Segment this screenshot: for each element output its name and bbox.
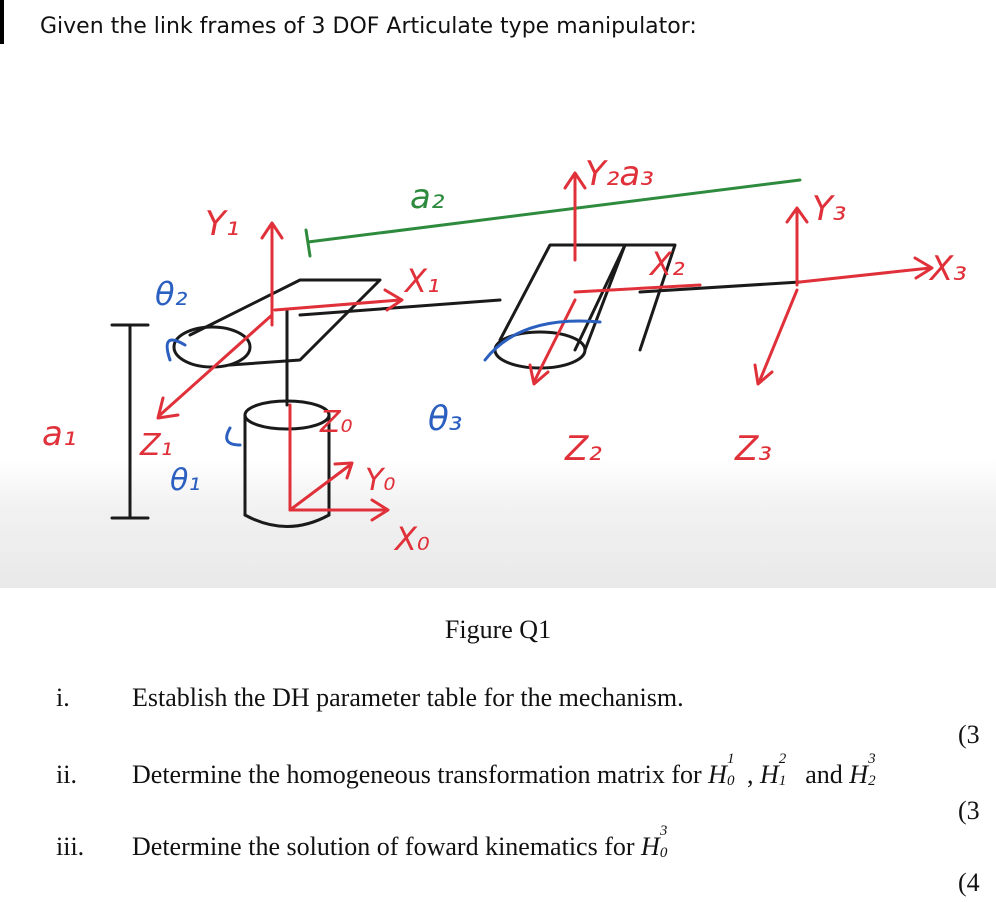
label-z2: Z₂	[564, 429, 602, 469]
rotation-arrows	[165, 319, 602, 447]
a2-dimension	[304, 178, 802, 258]
marks-i: (3	[958, 720, 980, 749]
link-bodies	[172, 243, 802, 528]
question-number-ii: ii.	[56, 760, 77, 789]
label-x2: X₂	[648, 245, 685, 283]
question-text-iii: Determine the solution of foward kinemat…	[132, 823, 680, 862]
marks-ii: (3	[958, 796, 980, 825]
label-y0: Y₀	[365, 463, 395, 498]
manipulator-sketch: a₂ Y₂a₃ Y₃ Y₁ X₃ θ₂ X₁ X₂ a₁ Z₁ Z₀ θ₃ Z₂…	[42, 154, 967, 558]
red-axes	[156, 171, 934, 522]
question-text-ii-body: Determine the homogeneous transformation…	[132, 760, 702, 789]
label-x3: X₃	[928, 249, 967, 289]
question-heading: Given the link frames of 3 DOF Articulat…	[40, 14, 697, 39]
a1-dimension	[110, 323, 150, 520]
label-theta1: θ₁	[170, 463, 200, 498]
figure-caption: Figure Q1	[444, 615, 552, 644]
label-theta3: θ₃	[428, 399, 462, 439]
question-text-i: Establish the DH parameter table for the…	[132, 683, 684, 712]
label-y3: Y₃	[812, 189, 846, 229]
label-z1: Z₁	[139, 428, 173, 463]
marks-iii: (4	[958, 868, 980, 897]
label-a2: a₂	[410, 177, 445, 217]
figure-background	[0, 458, 996, 588]
page-edge-bar	[0, 0, 4, 44]
label-y2a3: Y₂a₃	[585, 154, 654, 194]
label-z3: Z₃	[734, 429, 772, 469]
label-x0: X₀	[393, 520, 430, 558]
label-z0: Z₀	[319, 405, 353, 440]
question-number-i: i.	[56, 683, 70, 712]
label-theta2: θ₂	[155, 275, 188, 313]
label-y1: Y₁	[205, 204, 239, 244]
question-text-ii: Determine the homogeneous transformation…	[132, 751, 888, 790]
question-number-iii: iii.	[56, 832, 85, 861]
question-text-iii-body: Determine the solution of foward kinemat…	[132, 832, 635, 861]
label-a1: a₁	[42, 414, 76, 454]
label-x1: X₁	[403, 262, 440, 300]
